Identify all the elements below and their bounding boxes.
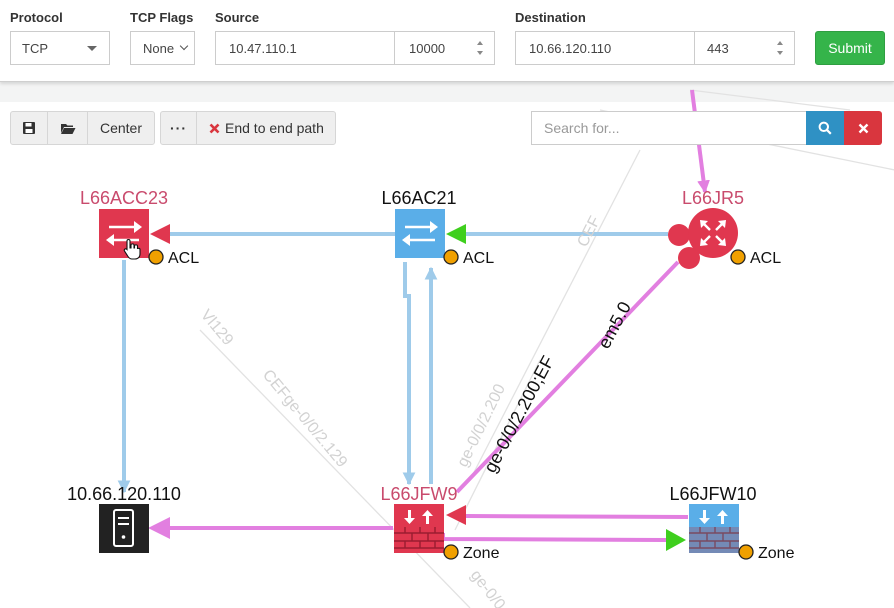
edge-label-cef: CEF	[574, 213, 604, 249]
path-query-form: Protocol TCP TCP Flags None Source 10.47…	[0, 0, 894, 82]
search-input[interactable]	[531, 111, 807, 145]
flow-l66jfw9-to-l66jfw10	[441, 533, 667, 542]
destination-ip-value: 10.66.120.110	[529, 40, 612, 56]
flow-l66jfw10-to-l66jfw9	[465, 514, 689, 519]
switch-arrows-icon	[106, 221, 142, 246]
source-ip-input[interactable]: 10.47.110.1	[215, 31, 395, 65]
destination-ip-input[interactable]: 10.66.120.110	[515, 31, 695, 65]
tcp-flags-value: None	[143, 40, 175, 56]
router-port-icon	[678, 247, 700, 269]
server-tower-icon	[113, 509, 134, 547]
link-l66ac21-to-l66jfw9	[402, 262, 416, 486]
source-port-input[interactable]: 10000	[394, 31, 495, 65]
destination-port-value: 443	[707, 40, 729, 56]
arrow-into-l66acc23	[150, 224, 170, 244]
status-dot-icon	[730, 249, 746, 265]
switch-icon	[395, 209, 445, 258]
background-link	[199, 329, 471, 608]
node-l66jr5[interactable]: L66JR5 ACL	[668, 188, 781, 269]
node-label: L66JR5	[682, 188, 744, 208]
more-options-button[interactable]: ···	[160, 111, 197, 145]
submit-button[interactable]: Submit	[815, 31, 885, 65]
status-dot-icon	[443, 249, 459, 265]
edge-label-ge-0-0: ge-0/0	[467, 567, 508, 608]
node-badge-label: Zone	[463, 545, 500, 562]
node-label: L66JFW10	[669, 484, 756, 504]
firewall-bricks-icon	[689, 527, 739, 549]
arrow-into-l66jfw9	[446, 505, 466, 525]
search-icon	[818, 121, 832, 135]
arrow-heads	[148, 224, 686, 551]
chevron-down-icon	[179, 41, 189, 51]
edge-label-cef-ge-129: CEFge-0/0/2.129	[259, 367, 350, 471]
edge-label-vl129: Vl129	[197, 307, 236, 349]
switch-arrows-icon	[402, 221, 438, 246]
status-dot-icon	[148, 249, 164, 265]
save-button[interactable]	[10, 111, 48, 145]
node-badge-label: Zone	[758, 545, 795, 562]
router-icon	[688, 208, 738, 258]
firewall-arrows-icon	[404, 510, 433, 524]
node-label: L66ACC23	[80, 188, 168, 208]
background-link	[454, 359, 541, 531]
node-badge-label: ACL	[463, 250, 494, 267]
arrow-into-l66ac21	[446, 224, 466, 244]
node-label: 10.66.120.110	[67, 484, 181, 504]
router-port-icon	[668, 224, 690, 246]
router-arrows-icon	[700, 220, 726, 246]
node-badge-label: ACL	[750, 250, 781, 267]
destination-port-input[interactable]: 443	[694, 31, 795, 65]
destination-label: Destination	[515, 10, 586, 25]
background-link	[469, 149, 641, 481]
center-button[interactable]: Center	[87, 111, 155, 145]
node-l66jfw9[interactable]: L66JFW9 Zone	[380, 484, 499, 562]
topology-canvas[interactable]: Vl129 CEFge-0/0/2.129 CEF ge-0/0/2.200 g…	[0, 82, 894, 608]
protocol-value: TCP	[22, 40, 48, 56]
canvas-header-strip	[0, 82, 894, 102]
status-dot-icon	[738, 544, 754, 560]
end-to-end-path-label: End to end path	[225, 120, 324, 136]
node-l66ac21[interactable]: L66AC21 ACL	[381, 188, 494, 267]
close-x-icon	[209, 123, 220, 133]
server-icon	[99, 504, 149, 553]
edge-label-em50: em5.0	[594, 298, 635, 352]
node-label: L66AC21	[381, 188, 456, 208]
node-badge-label: ACL	[168, 250, 199, 267]
node-l66jfw10[interactable]: L66JFW10 Zone	[669, 484, 794, 562]
arrow-into-l66jfw10	[666, 529, 686, 551]
firewall-icon	[394, 504, 444, 553]
folder-open-icon	[60, 123, 75, 134]
source-label: Source	[215, 10, 260, 25]
port-spinner-icon[interactable]	[475, 41, 484, 55]
floppy-disk-icon	[23, 122, 35, 134]
background-link	[689, 89, 851, 111]
blue-links	[117, 232, 668, 494]
port-spinner-icon[interactable]	[775, 41, 784, 55]
topology-graph: Vl129 CEFge-0/0/2.129 CEF ge-0/0/2.200 g…	[67, 89, 894, 608]
node-server[interactable]: 10.66.120.110	[67, 484, 181, 553]
firewall-arrows-icon	[699, 510, 728, 524]
node-l66acc23[interactable]: L66ACC23 ACL	[80, 188, 199, 267]
node-label: L66JFW9	[380, 484, 457, 504]
status-dot-icon	[443, 544, 459, 560]
protocol-select[interactable]: TCP	[10, 31, 110, 65]
firewall-bricks-icon	[394, 527, 444, 549]
clear-search-button[interactable]	[844, 111, 882, 145]
source-ip-value: 10.47.110.1	[229, 40, 297, 56]
tcp-flags-label: TCP Flags	[130, 10, 194, 25]
end-to-end-path-button[interactable]: End to end path	[196, 111, 336, 145]
caret-down-icon	[87, 46, 97, 51]
flow-l66jr5-to-l66jfw9	[455, 260, 680, 494]
search-button[interactable]	[806, 111, 844, 145]
close-x-icon	[858, 123, 868, 133]
arrow-into-server	[148, 517, 170, 539]
hand-cursor-icon	[123, 238, 141, 260]
open-button[interactable]	[47, 111, 88, 145]
source-port-value: 10000	[409, 40, 446, 56]
tcp-flags-select[interactable]: None	[130, 31, 195, 65]
background-links	[199, 89, 894, 608]
protocol-label: Protocol	[10, 10, 63, 25]
